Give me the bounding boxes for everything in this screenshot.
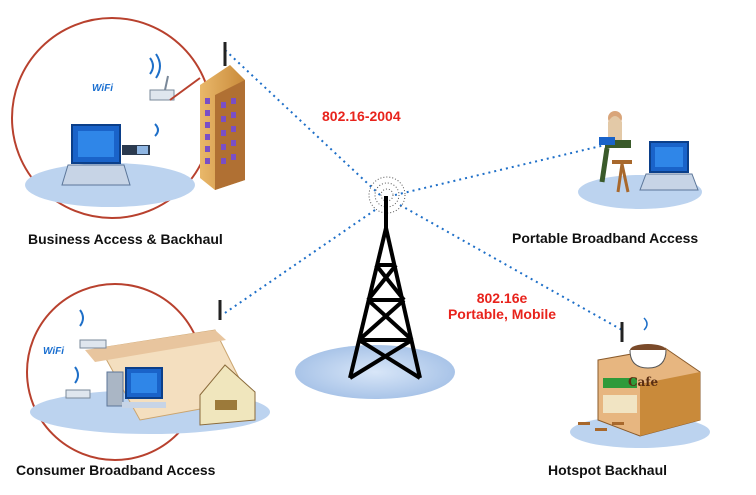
house-icon (85, 300, 256, 426)
portable-area (578, 111, 702, 209)
cafe-sign: Cafe (628, 375, 659, 389)
portable-access-label: Portable Broadband Access (512, 230, 699, 246)
standard-fixed-label: 802.16-2004 (322, 108, 401, 124)
building-icon (169, 42, 245, 190)
link-hotspot (399, 204, 623, 331)
standard-mobile-line1: 802.16e (476, 290, 528, 306)
link-consumer (221, 209, 376, 316)
cafe-icon (597, 317, 701, 437)
wifi-business-label: WiFi (92, 83, 114, 94)
laptop-icon (639, 141, 699, 191)
link-portable (394, 144, 606, 196)
hotspot-backhaul-label: Hotspot Backhaul (548, 462, 668, 478)
wifi-router-icon (149, 53, 175, 101)
wifi-consumer-label: WiFi (43, 346, 65, 357)
standard-mobile-line2: Portable, Mobile (447, 306, 557, 322)
radio-links (221, 49, 623, 331)
laptop-icon (61, 124, 131, 186)
standard-mobile-label: 802.16e Portable, Mobile (432, 290, 572, 322)
consumer-area (26, 283, 270, 461)
consumer-access-label: Consumer Broadband Access (16, 462, 216, 478)
cafe-tables (578, 422, 624, 431)
tower-icon (295, 176, 455, 399)
desktop-computer-icon (106, 367, 166, 408)
business-access-label: Business Access & Backhaul (28, 231, 223, 247)
wifi-router-icon (65, 309, 107, 399)
business-area (11, 17, 245, 219)
person-icon (599, 111, 632, 193)
pda-icon (122, 123, 159, 155)
hotspot-area (570, 317, 710, 448)
